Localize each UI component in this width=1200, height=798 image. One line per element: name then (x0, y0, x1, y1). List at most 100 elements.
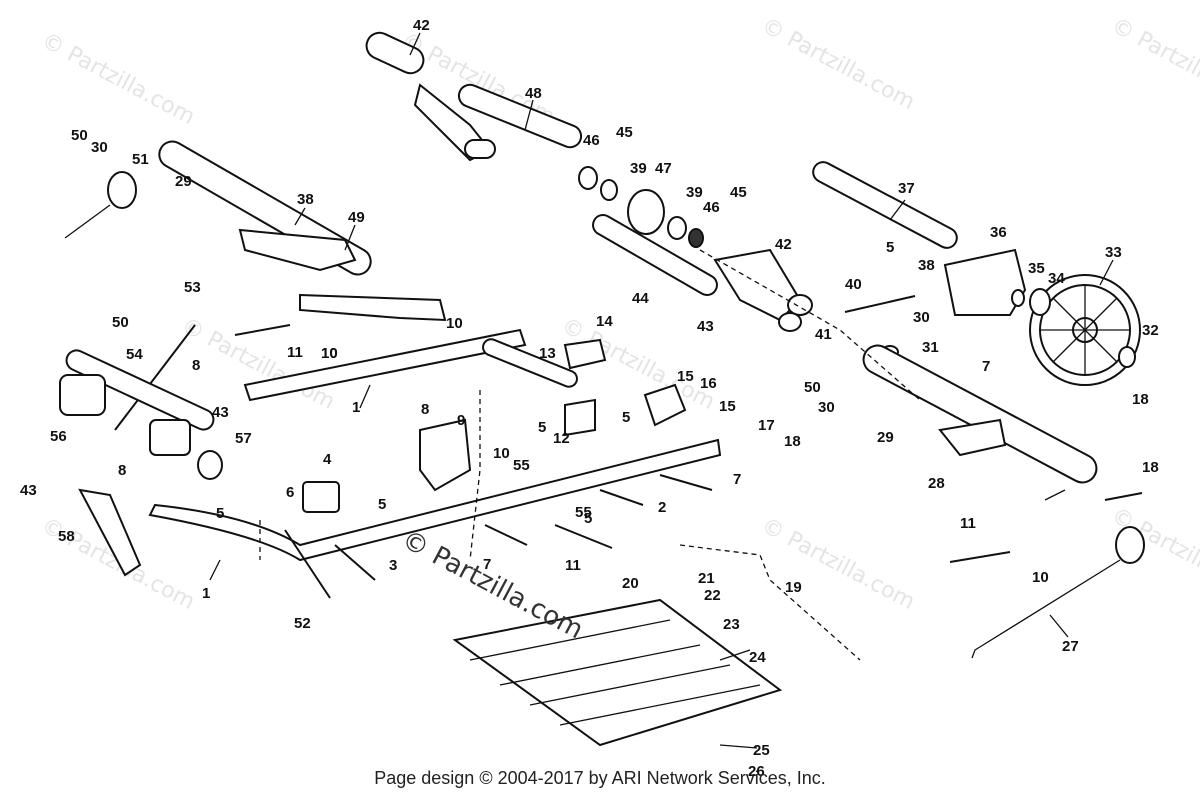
bracket-12 (564, 398, 596, 437)
callout-label: 15 (677, 368, 694, 385)
part-shapes (59, 31, 1145, 747)
eyebolt-11c (949, 551, 1011, 563)
callout-label: 21 (698, 570, 715, 587)
callout-label: 5 (584, 510, 592, 527)
callout-label: 10 (321, 345, 338, 362)
callout-label: 3 (389, 557, 397, 574)
callout-label: 11 (960, 515, 976, 532)
bushing-46b (688, 228, 704, 248)
callout-label: 24 (749, 649, 766, 666)
bolt-18 (1104, 492, 1143, 501)
callout-label: 2 (658, 499, 666, 516)
watermark-tile: © Partzilla.com (177, 313, 339, 415)
eyebolt-11 (554, 524, 613, 549)
block-4 (302, 481, 340, 513)
callout-label: 55 (575, 504, 592, 521)
callout-label: 14 (596, 313, 613, 330)
callout-label: 46 (703, 199, 720, 216)
callout-label: 43 (212, 404, 229, 421)
callout-label: 31 (922, 339, 939, 356)
block-16 (643, 383, 687, 427)
callout-label: 45 (730, 184, 747, 201)
callout-label: 29 (877, 429, 894, 446)
arm-42-lower (713, 248, 802, 322)
bolt-7a (484, 524, 528, 546)
callout-label: 29 (175, 173, 192, 190)
torsion-spring-27 (971, 526, 1145, 659)
callout-label: 6 (286, 484, 294, 501)
callout-label: 4 (323, 451, 332, 468)
callout-label: 11 (565, 557, 581, 574)
callout-label: 38 (918, 257, 935, 274)
callout-label: 36 (990, 224, 1007, 241)
callout-label: 28 (928, 475, 945, 492)
callout-label: 16 (700, 375, 717, 392)
bolt-7b (659, 474, 713, 491)
callout-label: 8 (118, 462, 126, 479)
bushing-41b (778, 312, 802, 332)
cap-57 (197, 450, 223, 480)
callout-label: 7 (483, 556, 491, 573)
callout-label: 52 (294, 615, 311, 632)
bushing-46 (578, 166, 598, 190)
callout-label: 55 (513, 457, 530, 474)
callout-label: 35 (1028, 260, 1045, 277)
idler-wheel-33 (1029, 274, 1141, 386)
callout-label: 25 (753, 742, 770, 759)
callout-label: 39 (686, 184, 703, 201)
bracket-9 (419, 418, 472, 492)
callout-label: 32 (1142, 322, 1159, 339)
callout-label: 53 (184, 279, 201, 296)
callout-label: 20 (622, 575, 639, 592)
callout-label: 42 (413, 17, 430, 34)
callout-label: 50 (71, 127, 88, 144)
callout-label: 48 (525, 85, 542, 102)
callout-label: 19 (785, 579, 802, 596)
watermark-tile: © Partzilla.com (37, 28, 199, 130)
block-56 (59, 374, 106, 416)
callout-label: 5 (622, 409, 630, 426)
spring-51 (107, 171, 137, 209)
callout-label: 5 (378, 496, 386, 513)
callout-label: 17 (758, 417, 775, 434)
callout-label: 49 (348, 209, 365, 226)
callout-label: 50 (804, 379, 821, 396)
callout-label: 54 (126, 346, 143, 363)
callout-layer: 42 48 46 45 39 47 39 46 45 37 50 30 51 2… (20, 17, 1159, 780)
callout-label: 57 (235, 430, 252, 447)
track-24 (452, 598, 783, 747)
callout-label: 8 (192, 357, 200, 374)
bolt-2 (599, 489, 644, 506)
callout-label: 5 (216, 505, 224, 522)
assembly-lines (259, 249, 921, 661)
callout-label: 18 (1142, 459, 1159, 476)
callout-label: 43 (20, 482, 37, 499)
callout-label: 58 (58, 528, 75, 545)
callout-label: 39 (630, 160, 647, 177)
callout-label: 41 (815, 326, 832, 343)
leader-lines (209, 32, 1114, 749)
bolt-40 (844, 295, 916, 313)
callout-label: 51 (132, 151, 149, 168)
callout-label: 47 (655, 160, 672, 177)
callout-label: 15 (719, 398, 736, 415)
callout-label: 40 (845, 276, 862, 293)
callout-label: 9 (457, 412, 465, 429)
callout-label: 30 (91, 139, 108, 156)
washer-39b (667, 216, 687, 240)
callout-label: 12 (553, 430, 570, 447)
callout-label: 38 (297, 191, 314, 208)
callout-label: 22 (704, 587, 721, 604)
callout-label: 43 (697, 318, 714, 335)
watermark-tile: © Partzilla.com (757, 513, 919, 615)
shaft-37 (812, 161, 958, 249)
callout-label: 10 (321, 345, 338, 362)
callout-label: 7 (982, 358, 990, 375)
callout-label: 11 (287, 344, 303, 361)
upper-arm-42 (365, 31, 583, 162)
callout-label: 7 (733, 471, 741, 488)
callout-label: 42 (775, 236, 792, 253)
footer-credit: Page design © 2004-2017 by ARI Network S… (374, 768, 826, 788)
bracket-28 (938, 418, 1007, 457)
spacer-34 (1029, 288, 1051, 316)
